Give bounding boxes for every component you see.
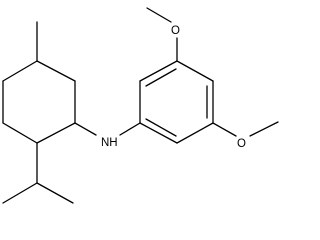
aromatic-bond	[139, 60, 178, 82]
aryl-oxygen-bond	[212, 122, 237, 137]
ring-bond	[36, 122, 76, 144]
aromatic-bond	[139, 122, 178, 144]
amine-nh-label: NH	[101, 137, 118, 149]
chemical-structure-diagram: NH O O	[2, 7, 279, 204]
oxygen-label: O	[171, 25, 180, 37]
ring-bond	[36, 60, 76, 82]
isopropyl-bond	[2, 182, 38, 204]
ring-bond	[2, 122, 38, 144]
aromatic-double-bond	[145, 68, 177, 87]
isopropyl-bond	[36, 182, 74, 204]
aromatic-bond	[176, 60, 214, 82]
ring-bond	[2, 60, 38, 82]
oxygen-methyl-bond	[249, 121, 279, 137]
carbon-nitrogen-bond	[74, 122, 97, 136]
oxygen-label: O	[237, 138, 246, 150]
methoxy-group-upper: O	[146, 7, 180, 62]
oxygen-methyl-bond	[146, 7, 172, 23]
isopropyl-group	[2, 142, 74, 204]
aromatic-double-bond	[145, 118, 177, 137]
cyclohexane-ring	[2, 60, 76, 144]
nitrogen-aryl-bond	[119, 122, 141, 136]
benzene-ring	[139, 60, 214, 144]
methoxy-group-lower: O	[212, 121, 279, 150]
aromatic-bond	[176, 122, 214, 144]
